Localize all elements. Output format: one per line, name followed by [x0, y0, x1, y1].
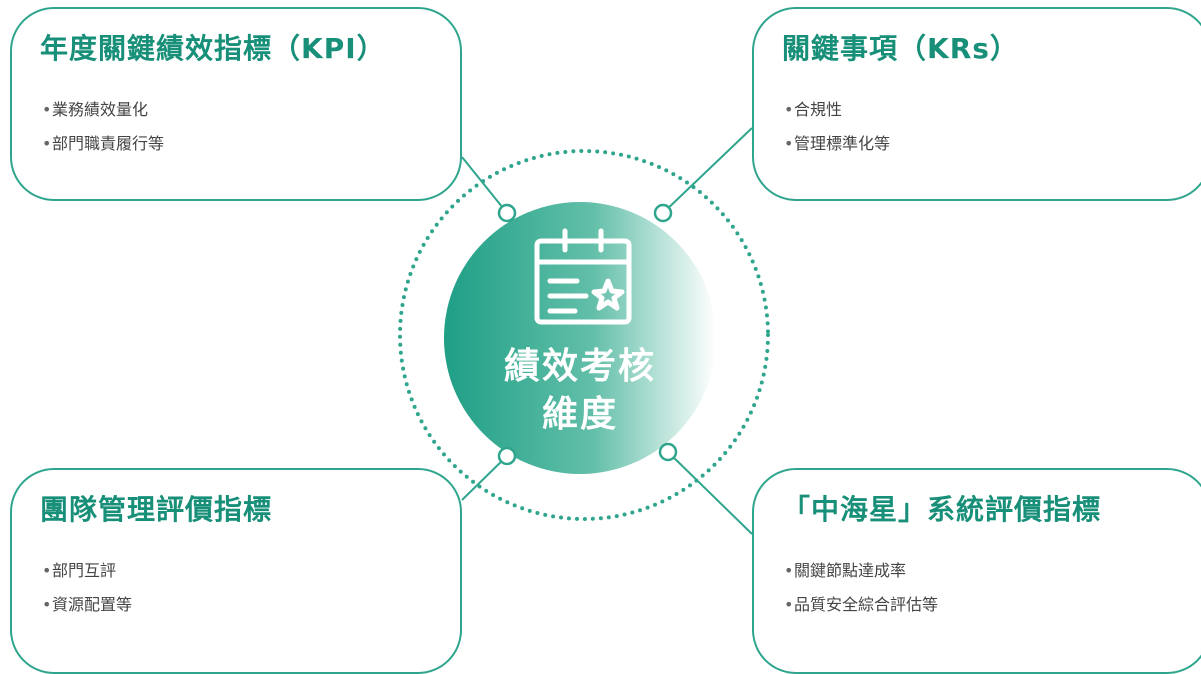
bullet-icon: •: [784, 134, 794, 153]
list-item-text: 部門職責履行等: [52, 134, 165, 153]
list-item: •業務績效量化: [42, 93, 164, 127]
system-evaluation-box: 「中海星」系統評價指標 •關鍵節點達成率 •品質安全綜合評估等: [752, 468, 1201, 674]
krs-box-title: 關鍵事項（KRs）: [782, 32, 1019, 65]
connector-line-bottom-left: [461, 455, 508, 501]
team-management-box-list: •部門互評 •資源配置等: [42, 554, 132, 622]
bullet-icon: •: [42, 595, 52, 614]
list-item: •關鍵節點達成率: [784, 554, 938, 588]
team-management-box-title: 團隊管理評價指標: [40, 493, 273, 526]
diagram-canvas: [398, 127, 770, 535]
calendar-star-icon: [534, 228, 632, 325]
connector-line-bottom-right: [667, 451, 753, 535]
connector-node-bottom-right: [658, 442, 678, 462]
team-management-box: 團隊管理評價指標 •部門互評 •資源配置等: [10, 468, 462, 674]
center-label: 績效考核 維度: [445, 343, 715, 439]
list-item-text: 合規性: [794, 100, 843, 119]
connector-node-top-right: [653, 203, 673, 223]
list-item: •部門職責履行等: [42, 127, 164, 161]
connector-node-top-left: [497, 203, 517, 223]
list-item-text: 品質安全綜合評估等: [794, 595, 939, 614]
connector-line-top-right: [662, 127, 753, 214]
bullet-icon: •: [42, 100, 52, 119]
dotted-ring: [398, 149, 770, 521]
kpi-box-list: •業務績效量化 •部門職責履行等: [42, 93, 164, 161]
list-item-text: 部門互評: [52, 561, 117, 580]
list-item-text: 資源配置等: [52, 595, 133, 614]
list-item: •管理標準化等: [784, 127, 890, 161]
bullet-icon: •: [42, 134, 52, 153]
krs-box-list: •合規性 •管理標準化等: [784, 93, 890, 161]
list-item: •合規性: [784, 93, 890, 127]
center-label-line1: 績效考核: [503, 346, 656, 387]
center-label-line2: 維度: [541, 394, 618, 435]
center-circle: [444, 202, 716, 474]
connector-node-bottom-left: [497, 446, 517, 466]
bullet-icon: •: [42, 561, 52, 580]
bullet-icon: •: [784, 595, 794, 614]
list-item: •資源配置等: [42, 588, 132, 622]
list-item-text: 管理標準化等: [794, 134, 891, 153]
list-item: •部門互評: [42, 554, 132, 588]
kpi-box-title: 年度關鍵績效指標（KPI）: [40, 32, 386, 65]
krs-box: 關鍵事項（KRs） •合規性 •管理標準化等: [752, 7, 1201, 201]
system-evaluation-box-list: •關鍵節點達成率 •品質安全綜合評估等: [784, 554, 938, 622]
system-evaluation-box-title: 「中海星」系統評價指標: [782, 493, 1102, 526]
list-item: •品質安全綜合評估等: [784, 588, 938, 622]
list-item-text: 業務績效量化: [52, 100, 149, 119]
connector-line-top-left: [461, 156, 508, 214]
bullet-icon: •: [784, 100, 794, 119]
kpi-box: 年度關鍵績效指標（KPI） •業務績效量化 •部門職責履行等: [10, 7, 462, 201]
bullet-icon: •: [784, 561, 794, 580]
list-item-text: 關鍵節點達成率: [794, 561, 907, 580]
